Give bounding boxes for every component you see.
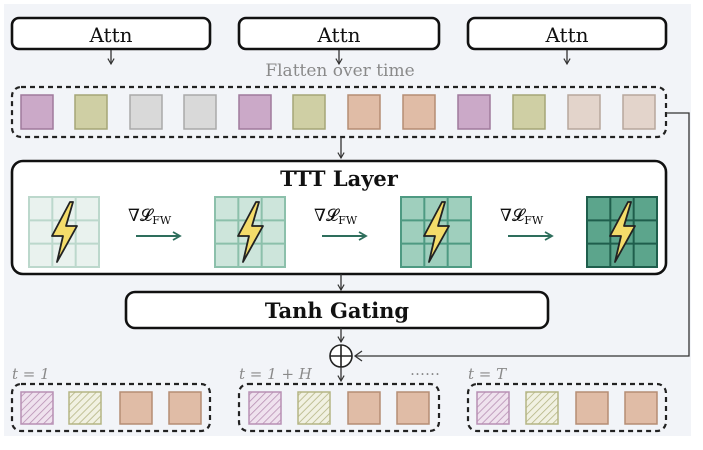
token (396, 391, 430, 425)
ellipsis: …… (410, 361, 440, 379)
token (20, 94, 54, 130)
lightning-bolt-icon (237, 201, 264, 263)
token (119, 391, 153, 425)
lightning-bolt-icon (609, 201, 636, 263)
residual-connection (356, 112, 690, 357)
hatched-token (68, 391, 102, 425)
token (457, 94, 491, 130)
flattened-tokens (20, 94, 656, 130)
token (183, 94, 217, 130)
weight-grid-2 (214, 196, 286, 268)
gradient-subscript: FW (338, 214, 358, 227)
hatched-token (248, 391, 282, 425)
weight-grid-3 (400, 196, 472, 268)
token (238, 94, 272, 130)
gradient-step-3: ∇𝓛FW (500, 206, 554, 241)
lightning-bolt-icon (423, 201, 450, 263)
token (402, 94, 436, 130)
token (168, 391, 202, 425)
attn-box-3: Attn (466, 16, 668, 51)
time-label-t1h: t = 1 + H (239, 365, 313, 383)
arrow (353, 350, 363, 362)
token (567, 94, 601, 130)
hatched-token (476, 391, 510, 425)
svg-text:∇𝓛FW: ∇𝓛FW (314, 206, 358, 227)
attn-label: Attn (88, 23, 132, 47)
token (622, 94, 656, 130)
lightning-bolt-icon (51, 201, 78, 263)
token (624, 391, 658, 425)
hatched-token (297, 391, 331, 425)
token (347, 391, 381, 425)
attn-label: Attn (316, 23, 360, 47)
gradient-step-1: ∇𝓛FW (128, 206, 182, 241)
token (74, 94, 108, 130)
token (575, 391, 609, 425)
hatched-token (20, 391, 54, 425)
weight-grid-1 (28, 196, 100, 268)
gradient-label: ∇𝓛 (314, 206, 341, 226)
tanh-gating-label: Tanh Gating (265, 298, 410, 323)
svg-text:∇𝓛FW: ∇𝓛FW (500, 206, 544, 227)
output-group-2 (237, 382, 441, 433)
attn-box-1: Attn (10, 16, 212, 51)
attn-box-2: Attn (237, 16, 441, 51)
output-group-3 (466, 382, 668, 433)
tanh-gating-box (124, 290, 550, 330)
attn-label: Attn (544, 23, 588, 47)
token (347, 94, 381, 130)
time-label-t1: t = 1 (12, 365, 50, 383)
time-label-tT: t = T (468, 365, 507, 383)
gradient-subscript: FW (152, 214, 172, 227)
gradient-label: ∇𝓛 (500, 206, 527, 226)
circle-plus-icon (329, 344, 353, 368)
flattened-token-group (10, 85, 668, 139)
token (512, 94, 546, 130)
output-group-1 (10, 382, 212, 433)
flatten-label: Flatten over time (265, 61, 414, 81)
token (129, 94, 163, 130)
gradient-step-2: ∇𝓛FW (314, 206, 368, 241)
weight-grid-4 (586, 196, 658, 268)
weight-grids (28, 196, 658, 268)
gradient-label: ∇𝓛 (128, 206, 155, 226)
svg-text:∇𝓛FW: ∇𝓛FW (128, 206, 172, 227)
gradient-subscript: FW (524, 214, 544, 227)
ttt-layer-box (10, 159, 668, 276)
ttt-layer-title: TTT Layer (280, 166, 399, 191)
token (292, 94, 326, 130)
hatched-token (525, 391, 559, 425)
